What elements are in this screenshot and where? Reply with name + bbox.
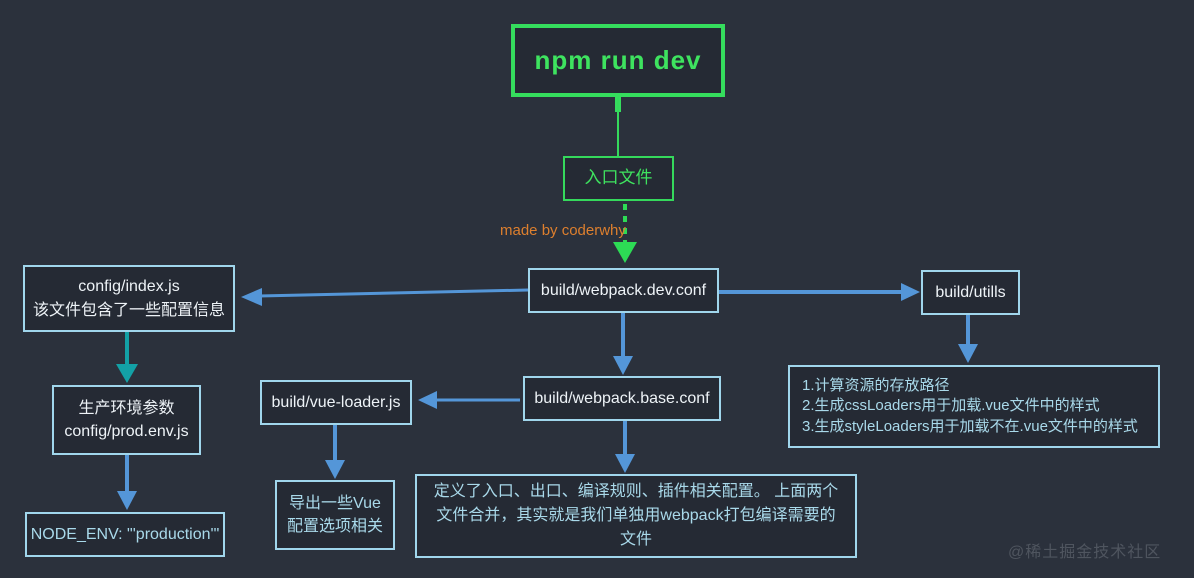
utils-desc-line1: 1.计算资源的存放路径 [802, 377, 950, 395]
node-vue-loader-label: build/vue-loader.js [271, 393, 401, 411]
node-entry-file-label: 入口文件 [584, 168, 653, 188]
utils-desc-line2: 2.生成cssLoaders用于加载.vue文件中的样式 [802, 397, 1100, 415]
node-node-env-label: NODE_ENV: "'production'" [30, 525, 220, 543]
connector-configindex-to-prodenv-arrow [116, 332, 138, 383]
node-vue-options: 导出一些Vue 配置选项相关 [275, 480, 395, 550]
connector-vueloader-to-options-arrow [325, 425, 345, 479]
node-webpack-base-conf: build/webpack.base.conf [523, 376, 721, 421]
node-utils-description: 1.计算资源的存放路径 2.生成cssLoaders用于加载.vue文件中的样式… [788, 365, 1160, 448]
node-webpack-dev-conf: build/webpack.dev.conf [528, 268, 719, 313]
connector-devconf-to-utills-arrow [719, 283, 920, 301]
connector-prodenv-to-nodeenv-arrow [117, 455, 137, 510]
node-build-utills-label: build/utills [935, 283, 1006, 301]
node-build-utills: build/utills [921, 270, 1020, 315]
node-entry-file: 入口文件 [563, 156, 674, 201]
node-webpack-dev-conf-label: build/webpack.dev.conf [540, 281, 707, 299]
node-npm-run-dev: npm run dev [511, 24, 725, 97]
node-merge-description: 定义了入口、出口、编译规则、插件相关配置。 上面两个文件合并，其实就是我们单独用… [415, 474, 857, 558]
connector-baseconf-to-vueloader-arrow [418, 391, 520, 409]
node-vue-loader: build/vue-loader.js [260, 380, 412, 425]
connector-utills-to-desc-arrow [958, 315, 978, 363]
node-prod-env-line2: config/prod.env.js [64, 423, 189, 440]
connector-devconf-to-configindex-arrow [241, 288, 529, 306]
connector-baseconf-to-mergedesc-arrow [615, 421, 635, 473]
node-npm-run-dev-label: npm run dev [534, 44, 702, 75]
node-config-index-line1: config/index.js [78, 278, 180, 296]
node-config-index-line2: 该文件包含了一些配置信息 [32, 301, 225, 319]
node-prod-env: 生产环境参数 config/prod.env.js [52, 385, 201, 455]
node-prod-env-line1: 生产环境参数 [78, 399, 175, 417]
credit-text: made by coderwhy [500, 222, 626, 239]
node-config-index: config/index.js 该文件包含了一些配置信息 [23, 265, 235, 332]
node-webpack-base-conf-label: build/webpack.base.conf [534, 389, 710, 407]
utils-desc-line3: 3.生成styleLoaders用于加载不在.vue文件中的样式 [802, 417, 1138, 435]
merge-desc-text: 定义了入口、出口、编译规则、插件相关配置。 上面两个文件合并，其实就是我们单独用… [433, 483, 839, 548]
node-vue-options-line1: 导出一些Vue [289, 494, 381, 512]
node-vue-options-line2: 配置选项相关 [286, 518, 383, 535]
node-node-env: NODE_ENV: "'production'" [25, 512, 225, 557]
watermark-juejin: @稀土掘金技术社区 [1008, 544, 1162, 561]
connector-devconf-to-baseconf-arrow [613, 313, 633, 375]
